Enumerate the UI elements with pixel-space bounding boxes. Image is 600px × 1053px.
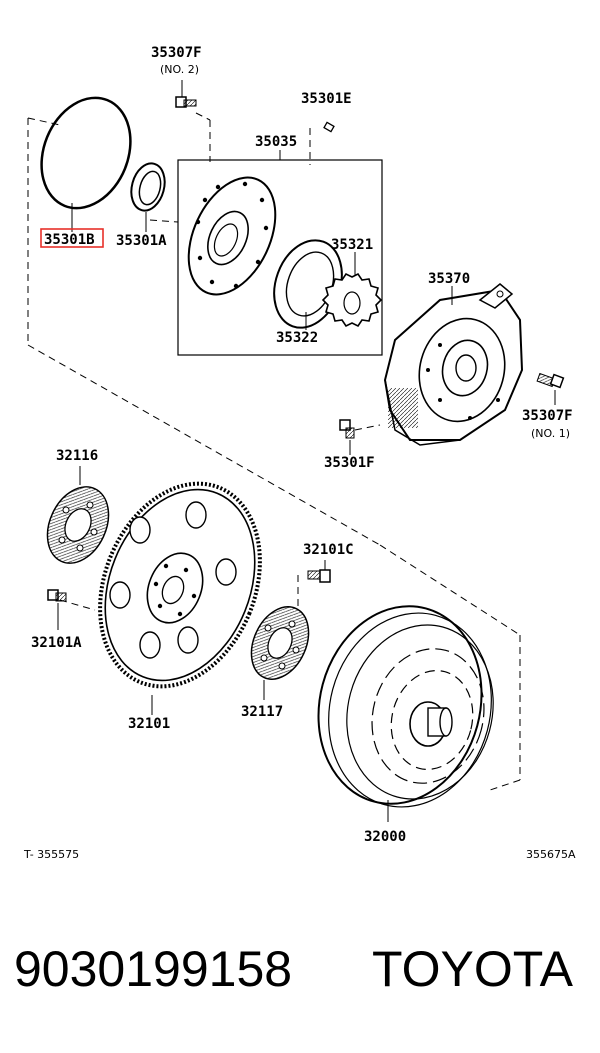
reference-code-right: 355675A xyxy=(526,848,576,861)
label-35301b: 35301B xyxy=(44,232,95,248)
label-35322: 35322 xyxy=(276,330,318,346)
oil-seal-35301a xyxy=(130,162,166,232)
label-35301e: 35301E xyxy=(301,91,352,107)
highlighted-part-box xyxy=(40,228,104,248)
bolt-32101a xyxy=(47,589,67,630)
driven-gear-35322 xyxy=(273,239,343,330)
parts-exploded-diagram: 35307F (NO. 2) 35301E 35035 35301B 35301… xyxy=(23,45,576,861)
label-32117: 32117 xyxy=(241,704,283,720)
spacer-32117 xyxy=(250,606,310,700)
label-35035: 35035 xyxy=(255,134,297,150)
label-35307f-no2-sub: (NO. 2) xyxy=(160,63,199,76)
brand-name: TOYOTA xyxy=(372,941,573,997)
drive-gear-35321 xyxy=(321,252,383,328)
label-32101a: 32101A xyxy=(31,635,82,651)
o-ring-35301b xyxy=(40,96,132,232)
oil-pump-body-plate xyxy=(187,176,277,296)
part-number: 9030199158 xyxy=(14,941,293,997)
assembly-guide-lines xyxy=(27,112,521,791)
torque-converter-32000 xyxy=(317,605,494,822)
label-32101c: 32101C xyxy=(303,542,354,558)
bolt-35301f xyxy=(339,419,355,455)
label-35307f-no2: 35307F xyxy=(151,45,202,61)
pump-cover-35370 xyxy=(383,283,524,446)
label-32116: 32116 xyxy=(56,448,98,464)
reference-code-left: T- 355575 xyxy=(23,848,79,861)
spacer-32116 xyxy=(46,466,110,564)
label-35307f-no1-sub: (NO. 1) xyxy=(531,427,570,440)
label-35370: 35370 xyxy=(428,271,470,287)
label-35301a: 35301A xyxy=(116,233,167,249)
pin-35301e xyxy=(323,121,335,133)
bolt-32101c xyxy=(307,560,331,583)
bolt-35307f-no1 xyxy=(536,372,565,405)
label-35307f-no1: 35307F xyxy=(522,408,573,424)
drive-plate-32101 xyxy=(98,481,262,715)
label-35301f: 35301F xyxy=(324,455,375,471)
label-32000: 32000 xyxy=(364,829,406,845)
label-32101: 32101 xyxy=(128,716,170,732)
label-35321: 35321 xyxy=(331,237,373,253)
bolt-35307f-no2 xyxy=(175,80,197,108)
